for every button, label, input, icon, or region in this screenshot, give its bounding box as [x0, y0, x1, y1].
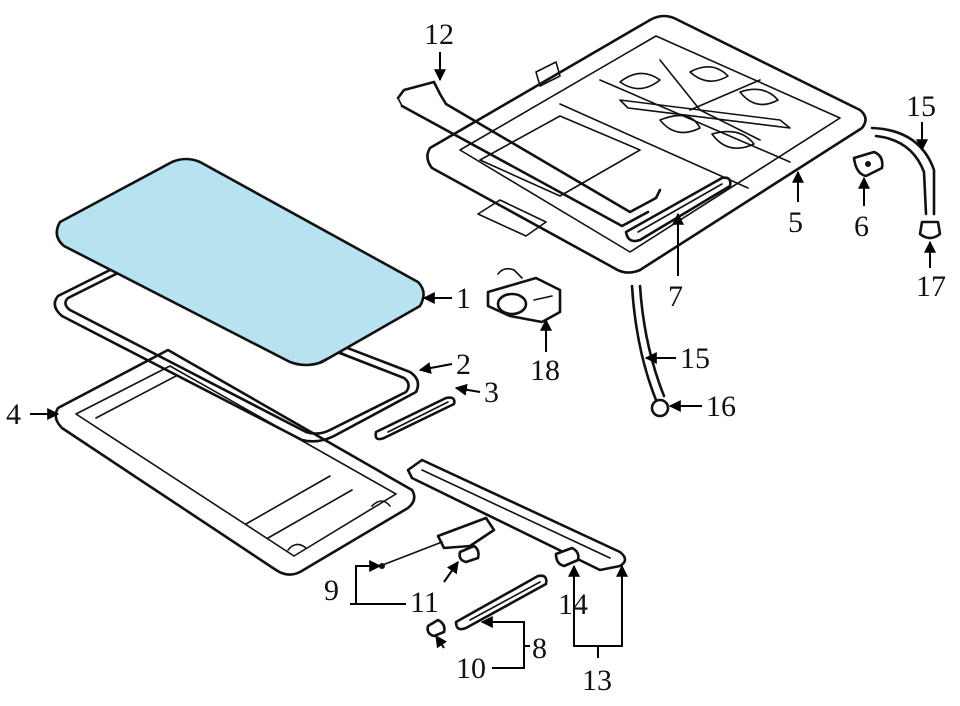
part-17-hose-end[interactable]: [918, 220, 942, 240]
part-4-sunshade[interactable]: [54, 348, 416, 576]
part-8-slide-shoe[interactable]: [454, 574, 548, 631]
callout-14: 14: [558, 588, 588, 621]
callout-7: 7: [668, 280, 683, 313]
leader-lines: [30, 52, 936, 669]
callout-18: 18: [530, 354, 560, 387]
leader-8: [480, 616, 525, 669]
callout-16: 16: [706, 390, 736, 423]
part-9-lift-arm[interactable]: [379, 516, 496, 569]
part-1-glass-panel[interactable]: [55, 157, 425, 367]
callout-2: 2: [456, 348, 471, 381]
callout-6: 6: [854, 210, 869, 243]
part-18-motor[interactable]: [486, 267, 562, 324]
callout-15b: 15: [680, 342, 710, 375]
leader-3: [454, 383, 481, 396]
callout-13: 13: [582, 664, 612, 697]
callout-8: 8: [532, 632, 547, 665]
callout-10: 10: [456, 652, 486, 685]
part-12-guide-rail[interactable]: [396, 80, 662, 228]
callout-11: 11: [410, 586, 439, 619]
leader-9: [350, 560, 382, 605]
callout-12: 12: [424, 18, 454, 51]
part-13-cross-rail[interactable]: [406, 458, 627, 572]
part-15-drain-hose-right[interactable]: [870, 126, 936, 216]
callout-labels: 1 2 3 4 5 6 7 8 9 10 11 12 13 14 15 15 1…: [6, 18, 946, 697]
callout-5: 5: [788, 206, 803, 239]
part-14-block[interactable]: [554, 546, 580, 568]
part-11-link[interactable]: [458, 544, 480, 564]
part-7-rail-bracket[interactable]: [624, 176, 732, 243]
leader-2: [418, 362, 453, 374]
callout-9: 9: [324, 574, 339, 607]
part-10-pad[interactable]: [426, 618, 446, 638]
callout-15a: 15: [906, 90, 936, 123]
part-5-housing-frame[interactable]: [426, 14, 867, 274]
part-6-clip[interactable]: [852, 150, 884, 178]
callout-3: 3: [484, 376, 499, 409]
callout-4: 4: [6, 398, 21, 431]
callout-17: 17: [916, 270, 946, 303]
part-15-drain-hose-left[interactable]: [630, 284, 666, 402]
leader-10: [435, 635, 447, 649]
leader-11: [443, 561, 459, 583]
part-16-hose-end[interactable]: [650, 398, 670, 418]
part-3-deflector[interactable]: [374, 396, 456, 441]
callout-1: 1: [456, 282, 471, 315]
